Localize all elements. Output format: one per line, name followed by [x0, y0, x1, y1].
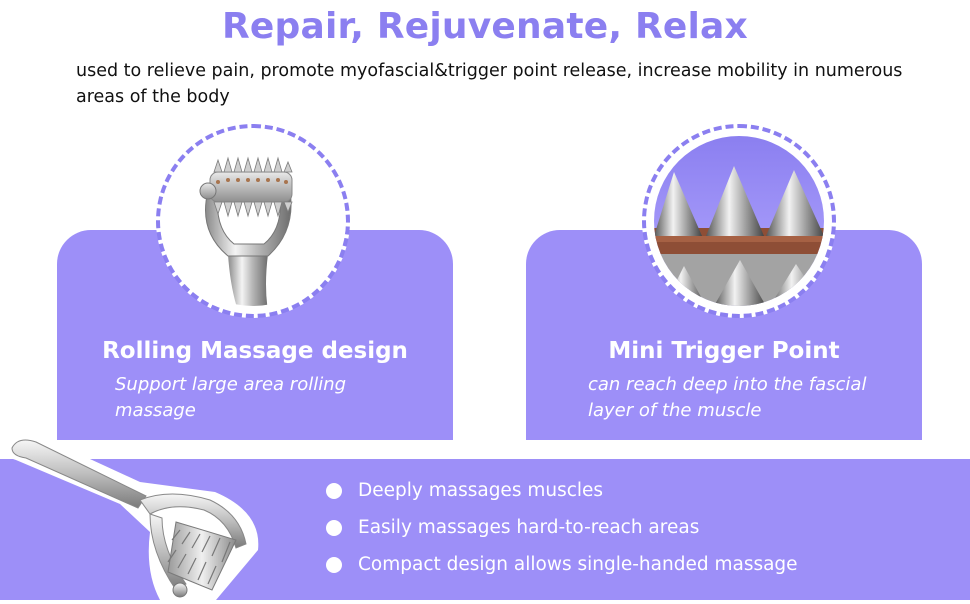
feature-title: Rolling Massage design [102, 338, 408, 364]
feature-image-frame [642, 124, 836, 318]
subhead: used to relieve pain, promote myofascial… [76, 61, 903, 107]
feature-description: Support large area rolling massage [115, 374, 347, 421]
benefits-list: Deeply massages muscles Easily massages … [326, 478, 798, 589]
dermaroller-product-image [0, 422, 290, 600]
feature-description: can reach deep into the fascial layer of… [588, 374, 867, 421]
feature-title: Mini Trigger Point [608, 338, 840, 364]
list-item: Compact design allows single-handed mass… [326, 552, 798, 589]
list-item: Easily massages hard-to-reach areas [326, 515, 798, 552]
spiked-roller-closeup-image [168, 136, 338, 306]
list-item: Deeply massages muscles [326, 478, 798, 515]
feature-image-frame [156, 124, 350, 318]
bullet-dot-icon [326, 520, 342, 536]
bullet-dot-icon [326, 557, 342, 573]
bullet-dot-icon [326, 483, 342, 499]
headline: Repair, Rejuvenate, Relax [222, 6, 748, 47]
trigger-point-spikes-image [654, 136, 824, 306]
